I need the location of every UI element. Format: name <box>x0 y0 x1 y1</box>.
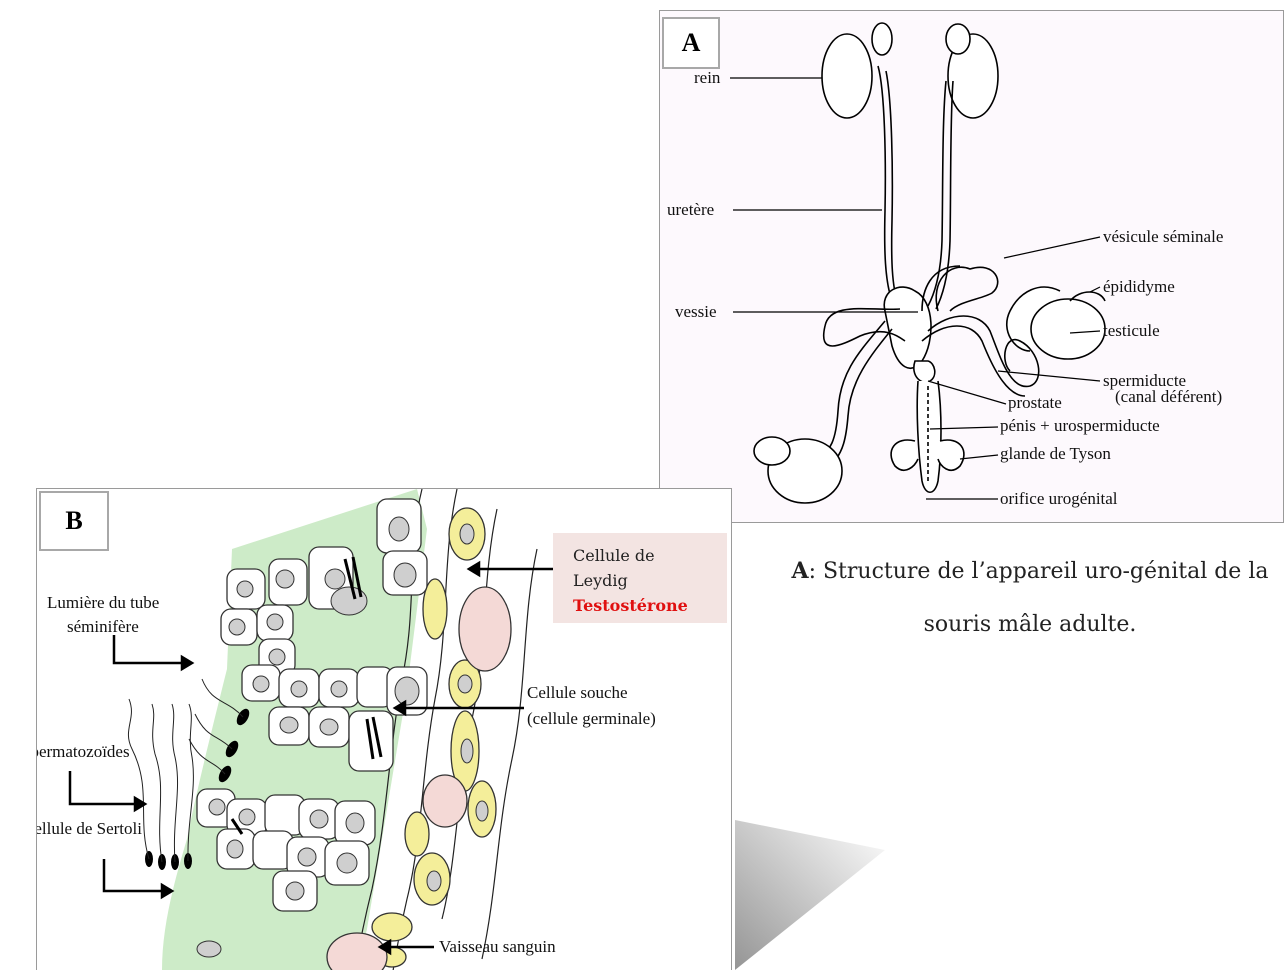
label-orifice: orifice urogénital <box>1000 489 1118 508</box>
label-vessie: vessie <box>675 302 717 321</box>
leydig-line-2: Leydig <box>573 571 628 590</box>
caption-bold: A <box>792 558 809 584</box>
right-testicle <box>1031 299 1105 359</box>
label-souche-2: (cellule germinale) <box>527 709 656 728</box>
label-lumiere-1: Lumière du tube <box>47 593 159 612</box>
caption-text: : Structure de l’appareil uro-génital de… <box>809 559 1269 637</box>
label-souche-1: Cellule souche <box>527 683 628 702</box>
hormone-label: Testostérone <box>573 593 727 618</box>
panel-a-letter: A <box>662 17 720 69</box>
label-tyson: glande de Tyson <box>1000 444 1111 463</box>
urogenital-diagram: rein uretère vessie vésicule séminale ép… <box>660 11 1285 524</box>
leydig-label-box: Cellule de Leydig Testostérone <box>553 533 727 623</box>
label-penis: pénis + urospermiducte <box>1000 416 1160 435</box>
panel-a-urogenital: rein uretère vessie vésicule séminale ép… <box>659 10 1284 523</box>
label-lumiere-2: séminifère <box>67 617 139 636</box>
left-kidney <box>822 34 872 118</box>
label-prostate: prostate <box>1008 393 1062 412</box>
label-sertoli: Cellule de Sertoli <box>37 819 142 838</box>
panel-a-caption: A: Structure de l’appareil uro-génital d… <box>760 545 1286 651</box>
panel-b-letter: B <box>39 491 109 551</box>
label-vaisseau: Vaisseau sanguin <box>439 937 556 956</box>
label-canal: (canal déférent) <box>1115 387 1222 406</box>
label-uretere: uretère <box>667 200 714 219</box>
leydig-line-1: Cellule de <box>573 546 655 565</box>
drop-shadow <box>735 780 935 970</box>
label-rein: rein <box>694 68 721 87</box>
label-vesicule: vésicule séminale <box>1103 227 1223 246</box>
label-epididyme: épididyme <box>1103 277 1175 296</box>
label-spermatozoides: Spermatozoïdes <box>37 742 130 761</box>
label-testicule: testicule <box>1103 321 1160 340</box>
